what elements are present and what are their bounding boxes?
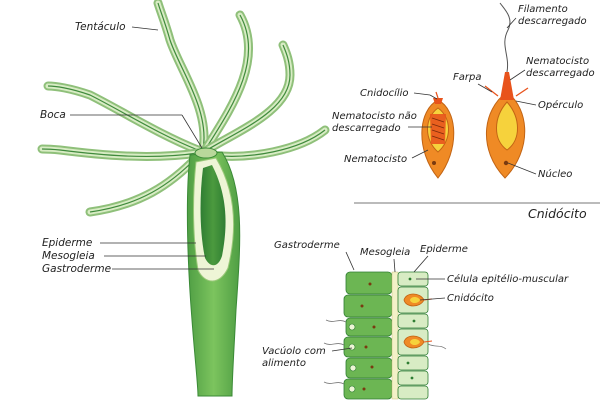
label-discharged-nematocyst-1: Nematocisto	[526, 56, 589, 67]
tentacles	[37, 0, 330, 217]
discharged-cnidocyte	[484, 2, 529, 179]
label-food-vacuole-2: alimento	[262, 358, 306, 369]
cnidocyte-panel-title: Cnidócito	[528, 206, 587, 221]
label-tentacle: Tentáculo	[75, 21, 126, 33]
gastrodermis-cells	[323, 271, 393, 400]
tissue-panel: Gastroderme Mesogleia Epiderme Célula ep…	[262, 240, 569, 400]
label-food-vacuole-1: Vacúolo com	[262, 345, 326, 357]
label-epitheliomuscular-cell: Célula epitélio-muscular	[447, 273, 569, 285]
label-discharged-filament-1: Filamento	[518, 4, 568, 15]
label-undischarged-nematocyst-2: descarregado	[332, 123, 401, 134]
label-undischarged-nematocyst-1: Nematocisto não	[332, 111, 417, 122]
label-discharged-filament-2: descarregado	[518, 16, 587, 27]
hydra-labels: Tentáculo Boca Epiderme Mesogleia Gastro…	[40, 21, 214, 275]
label-epidermis: Epiderme	[42, 237, 92, 249]
label-tissue-mesoglea: Mesogleia	[360, 247, 410, 258]
undischarged-cnidocyte	[421, 91, 455, 179]
label-tissue-gastrodermis: Gastroderme	[274, 240, 340, 251]
hydra-illustration	[37, 0, 330, 397]
mesoglea-strip	[391, 271, 399, 400]
epidermis-cells	[397, 271, 447, 400]
label-discharged-nematocyst-2: descarregado	[526, 68, 595, 79]
cnidocyte-panel: Filamento descarregado Nematocisto desca…	[332, 2, 600, 221]
label-nematocyst: Nematocisto	[344, 154, 407, 165]
label-tissue-cnidocyte: Cnidócito	[447, 292, 494, 304]
hydra-gastric-cavity	[200, 165, 226, 266]
label-operculum: Opérculo	[538, 99, 583, 111]
label-cnidocil: Cnidocílio	[360, 87, 409, 99]
label-tissue-epidermis: Epiderme	[420, 244, 468, 255]
label-mesoglea: Mesogleia	[42, 250, 95, 262]
label-nucleus: Núcleo	[538, 168, 572, 180]
label-gastrodermis: Gastroderme	[42, 263, 111, 275]
label-barb: Farpa	[453, 72, 481, 83]
hydra-mouth	[194, 147, 218, 159]
label-mouth: Boca	[40, 109, 66, 121]
